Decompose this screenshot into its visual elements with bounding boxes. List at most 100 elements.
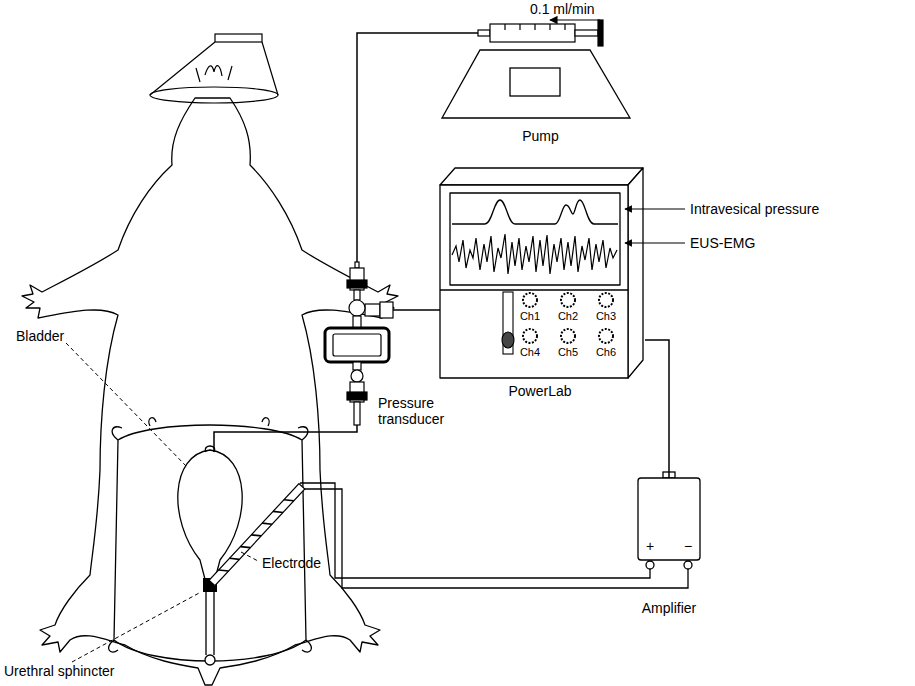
transducer-drawing-part (351, 370, 363, 382)
nose-cone-part (150, 87, 278, 103)
syringe-part (478, 30, 490, 36)
channel-label: Ch3 (589, 310, 623, 323)
flow-arrow (550, 19, 600, 20)
amplifier-unit-part (638, 478, 700, 560)
terminal-sign: − (680, 538, 696, 554)
node-title: Amplifier (618, 600, 720, 616)
syringe-part (598, 20, 603, 46)
powerlab-unit-part (628, 168, 643, 378)
pump-body (442, 50, 630, 118)
channel-knobs-part (599, 293, 613, 307)
powerlab-unit (440, 168, 643, 378)
amplifier-box: Amplifier (638, 478, 700, 560)
trace-label: EUS-EMG (690, 235, 810, 251)
screen-traces (452, 200, 618, 274)
abdominal-incision (109, 418, 311, 661)
transducer-drawing-part (347, 280, 367, 288)
nose-cone (150, 34, 278, 103)
transducer-drawing (325, 262, 393, 425)
part-label: Bladder (16, 328, 96, 344)
transducer-drawing-part (354, 402, 360, 425)
channel-label: Ch5 (551, 346, 585, 359)
electrode-probe (209, 484, 305, 586)
pump-box: Pump (478, 15, 628, 118)
node-title: Pump (478, 128, 603, 144)
transducer-drawing-part (353, 362, 361, 370)
pump-body-part (510, 68, 560, 96)
abdominal-incision-part (149, 418, 269, 426)
syringe-part (505, 24, 565, 30)
electrode-wires-part (300, 483, 650, 578)
amplifier-unit-part (646, 561, 654, 569)
rat-outline (22, 98, 398, 685)
screen-traces-part (452, 234, 617, 274)
channel-label: Ch6 (589, 346, 623, 359)
rate-label: 0.1 ml/min (530, 1, 610, 17)
tube-connector (357, 33, 478, 262)
transducer-drawing-part (365, 304, 380, 316)
amplifier-unit-part (684, 561, 692, 569)
bladder-drawing-part (205, 655, 215, 665)
powerlab-unit-part (440, 185, 628, 378)
part-label: Urethral sphincter (4, 663, 154, 679)
bladder-catheter (214, 425, 357, 452)
channel-label: Ch1 (513, 310, 547, 323)
channel-knobs-part (561, 329, 575, 343)
channel-knobs (523, 293, 613, 343)
screen-traces-part (452, 200, 618, 224)
nose-cone-part (215, 34, 262, 42)
channel-panel (502, 292, 613, 354)
bladder-drawing-part (206, 592, 214, 655)
channel-label: Ch2 (551, 310, 585, 323)
channel-panel-part (502, 332, 514, 348)
node-title: PowerLab (440, 383, 640, 399)
transducer-drawing-part (333, 334, 381, 356)
powerlab-unit-part (440, 168, 643, 185)
transducer-drawing-part (380, 302, 393, 318)
part-label: Electrode (262, 555, 342, 571)
abdominal-incision-part (109, 427, 311, 652)
rat-outline-part (22, 98, 398, 685)
pump-body-part (442, 50, 630, 118)
amplifier-unit (638, 472, 700, 569)
channel-knobs-part (561, 293, 575, 307)
powerlab-unit-part (450, 193, 620, 285)
trace-pointers-part (625, 242, 685, 243)
electrode-wires (300, 483, 688, 588)
tube-connector (393, 309, 440, 311)
abdominal-incision-part (114, 425, 306, 661)
tube-connector (645, 340, 669, 478)
electrode-probe-part (219, 495, 294, 575)
electrode-wires-part (304, 489, 688, 588)
node-title: Pressure transducer (378, 395, 468, 427)
leader-lines-part (241, 552, 258, 561)
transducer-drawing-part (355, 262, 359, 268)
terminal-sign: + (642, 538, 658, 554)
transducer-box: Pressure transducer (321, 262, 393, 425)
channel-knobs-part (523, 293, 537, 307)
trace-pointers-part (625, 208, 685, 209)
trace-pointers (625, 209, 685, 243)
channel-panel-part (503, 292, 513, 354)
channel-knobs-part (599, 329, 613, 343)
transducer-drawing-part (325, 328, 389, 362)
leader-lines-part (66, 343, 188, 468)
transducer-drawing-part (347, 392, 367, 400)
syringe (478, 20, 603, 46)
transducer-drawing-part (349, 300, 365, 316)
electrode-probe-part (209, 484, 305, 586)
syringe-part (490, 24, 575, 42)
leader-lines (66, 343, 258, 662)
syringe-part (575, 30, 598, 36)
leader-lines-part (72, 592, 201, 662)
transducer-drawing-part (354, 290, 360, 300)
channel-label: Ch4 (513, 346, 547, 359)
trace-label: Intravesical pressure (690, 201, 860, 217)
nose-cone-part (196, 66, 232, 82)
powerlab-unit-part (440, 289, 628, 290)
